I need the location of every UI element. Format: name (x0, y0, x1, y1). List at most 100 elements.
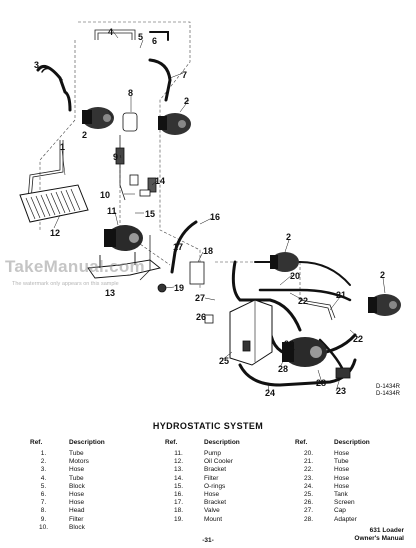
part-description: O-rings (204, 482, 226, 490)
hydrostatic-system-diagram: 1 2 2 2 2 3 4 5 6 7 8 9 10 11 12 13 14 1… (19, 21, 401, 398)
parts-row: 12.Oil Cooler (165, 458, 240, 466)
part-ref: 14. (173, 474, 184, 482)
part-description: Screen (334, 499, 355, 507)
parts-row: 6.Hose (30, 491, 105, 499)
callout-20-b: 20 (284, 339, 294, 349)
description-header: Description (69, 439, 105, 446)
callout-2-b: 2 (184, 96, 189, 106)
callout-28-a: 28 (278, 364, 288, 374)
part-ref: 4. (40, 474, 47, 482)
part-description: Hose (334, 466, 350, 474)
callout-22-b: 22 (353, 334, 363, 344)
part-description: Tank (334, 490, 348, 498)
callout-23: 23 (336, 386, 346, 396)
callout-7: 7 (182, 70, 187, 80)
callout-11: 11 (107, 206, 117, 216)
pump-lower (282, 337, 327, 367)
parts-row: 28. Adapter (295, 516, 370, 524)
hose-upper (254, 261, 351, 286)
part-ref: 17. (173, 499, 184, 507)
parts-row: 17.Bracket (165, 499, 240, 507)
part-description: Valve (204, 507, 220, 515)
hose-16 (170, 220, 198, 274)
parts-row: 23.Hose (295, 475, 370, 483)
parts-row: 24.Hose (295, 483, 370, 491)
callout-3: 3 (34, 60, 39, 70)
parts-row: 4.Tube (30, 475, 105, 483)
hose-6 (149, 31, 169, 41)
bracket-13 (87, 252, 162, 279)
part-description: Hose (69, 466, 85, 474)
watermark-note: The watermark only appears on this sampl… (12, 281, 119, 287)
page-number: -31- (202, 537, 214, 544)
callout-12: 12 (50, 228, 60, 238)
callout-6: 6 (152, 36, 157, 46)
parts-row: 2. Motors (30, 458, 105, 466)
part-description: Head (69, 507, 85, 515)
part-ref: 27. (303, 507, 314, 515)
callouts: 1 2 2 2 2 3 4 5 6 7 8 9 10 11 12 13 14 1… (34, 27, 401, 398)
parts-row: 13.Bracket (165, 466, 240, 474)
parts-row: 5.Block (30, 483, 105, 491)
part-ref: 2. (40, 458, 47, 466)
part-ref: 7. (40, 499, 47, 507)
parts-row: 25.Tank (295, 491, 370, 499)
figure-id-1: D-1434R (376, 384, 401, 390)
part-description: Pump (204, 450, 221, 457)
part-ref: 28. (303, 515, 314, 523)
part-ref: 20. (303, 450, 314, 457)
column-header: Ref. Description (165, 439, 240, 450)
callout-27: 27 (195, 293, 205, 303)
part-ref: 19. (173, 515, 184, 523)
description-header: Description (334, 439, 370, 446)
figure-id-2: D-1434R (376, 391, 401, 397)
footer-model-info: 631 Loader Owner's Manual (354, 527, 404, 543)
part-description: Cap (334, 507, 346, 515)
parts-row: 11. Pump (165, 450, 240, 458)
callout-1: 1 (60, 142, 65, 152)
callout-18: 18 (203, 246, 213, 256)
parts-column-2: Ref. Description 11. Pump 12.Oil Cooler 13… (165, 439, 240, 524)
pump-11 (104, 225, 143, 251)
callout-10: 10 (100, 190, 110, 200)
part-ref: 6. (40, 490, 47, 498)
part-ref: 9. (40, 515, 47, 523)
part-ref: 3. (40, 466, 47, 474)
part-description: Block (69, 523, 85, 531)
part-description: Motors (69, 458, 89, 466)
callout-5: 5 (138, 32, 143, 42)
callout-19: 19 (174, 283, 184, 293)
parts-row: 14.Filter (165, 475, 240, 483)
motor-upper-right (158, 113, 191, 135)
parts-row: 19.Mount (165, 516, 240, 524)
part-ref: 21. (303, 458, 314, 466)
motor-upper-left (82, 107, 114, 129)
part-description: Adapter (334, 515, 357, 523)
callout-26: 26 (196, 312, 206, 322)
parts-row: 21. Tube (295, 458, 370, 466)
ref-header: Ref. (295, 439, 308, 446)
callout-20-a: 20 (290, 271, 300, 281)
parts-row: 15.O-rings (165, 483, 240, 491)
callout-4: 4 (108, 27, 113, 37)
part-ref: 8. (40, 507, 47, 515)
callout-14: 14 (155, 176, 165, 186)
callout-2-c: 2 (286, 232, 291, 242)
description-header: Description (204, 439, 240, 446)
tank (229, 299, 273, 366)
part-description: Tube (334, 458, 349, 466)
callout-13: 13 (105, 288, 115, 298)
parts-row: 26. Screen (295, 499, 370, 507)
parts-row: 10. Block (30, 524, 105, 532)
callout-24: 24 (265, 388, 275, 398)
part-description: Oil Cooler (204, 458, 233, 466)
hose-3 (36, 64, 72, 112)
ref-header: Ref. (165, 439, 178, 446)
part-ref: 11. (174, 450, 183, 457)
small-parts (115, 112, 351, 379)
section-title: HYDROSTATIC SYSTEM (152, 421, 264, 431)
part-ref: 26. (303, 499, 314, 507)
callout-2-d: 2 (380, 270, 385, 280)
part-ref: 10. (38, 523, 49, 531)
part-description: Filter (69, 515, 84, 523)
